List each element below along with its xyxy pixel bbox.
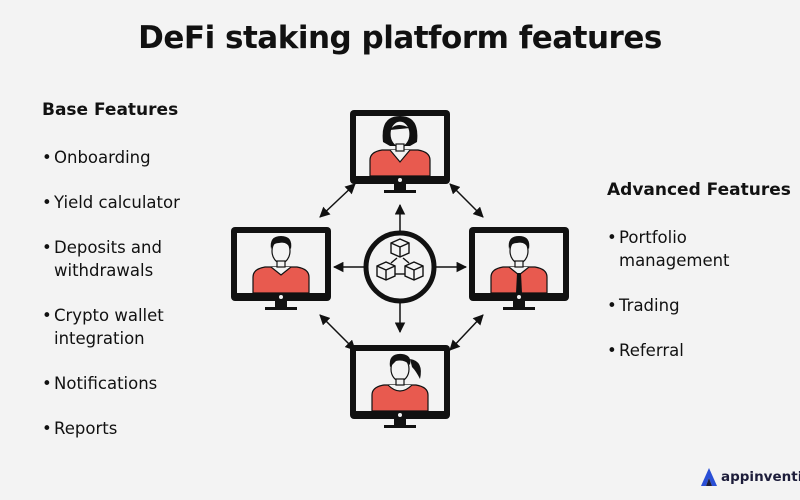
businessman-user-icon [490, 236, 548, 294]
list-item: Deposits and withdrawals [42, 236, 179, 282]
user-monitor-top [350, 110, 450, 193]
brand-name: appinventiv [721, 469, 800, 485]
woman-ponytail-user-icon [371, 353, 429, 412]
list-item: Reports [42, 417, 242, 440]
list-item: Trading [607, 294, 797, 317]
man-user-icon [252, 236, 310, 294]
list-item: Referral [607, 339, 797, 362]
base-features-heading: Base Features [42, 100, 179, 120]
user-monitor-right [469, 227, 569, 310]
woman-user-icon [369, 116, 431, 177]
list-item: Portfolio management [607, 226, 739, 272]
arrow-top-right [449, 183, 484, 218]
blockchain-hub-icon [363, 230, 437, 304]
network-diagram [231, 110, 569, 428]
base-features-column: Base Features Onboarding Yield calculato… [42, 100, 242, 462]
list-item: Crypto wallet integration [42, 304, 179, 350]
advanced-features-column: Advanced Features Portfolio management T… [607, 180, 797, 384]
brand-logo: appinventiv [700, 467, 800, 487]
user-monitor-bottom [350, 345, 450, 428]
advanced-features-list: Portfolio management Trading Referral [607, 226, 797, 362]
list-item: Notifications [42, 372, 242, 395]
list-item: Onboarding [42, 146, 242, 169]
appinventiv-logo-icon [701, 468, 717, 486]
user-monitor-left [231, 227, 331, 310]
list-item: Yield calculator [42, 191, 242, 214]
page-title: DeFi staking platform features [138, 20, 662, 56]
arrow-top-left [319, 183, 356, 218]
connector-arrows [319, 183, 484, 351]
advanced-features-heading: Advanced Features [607, 180, 791, 200]
base-features-list: Onboarding Yield calculator Deposits and… [42, 146, 242, 440]
arrow-bottom-left [319, 314, 356, 351]
arrow-bottom-right [449, 314, 484, 351]
